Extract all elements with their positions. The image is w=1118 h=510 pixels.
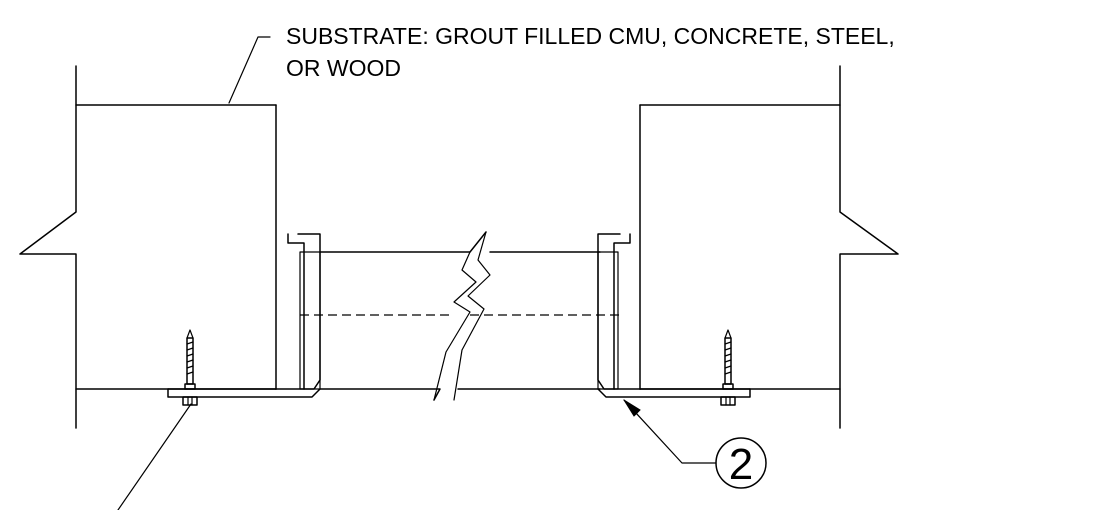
- substrate-note-line1: SUBSTRATE: GROUT FILLED CMU, CONCRETE, S…: [286, 23, 895, 49]
- right-bent-strap: [597, 233, 751, 398]
- left-bent-strap: [167, 233, 321, 398]
- anchor-leader: [117, 403, 192, 510]
- keynote-number: 2: [729, 440, 753, 489]
- keynote-leader: [623, 399, 717, 464]
- keynote-bubble: 2: [715, 437, 767, 489]
- pipe-with-break: [300, 231, 620, 401]
- substrate-leader: [228, 36, 271, 104]
- left-substrate-block: [19, 65, 277, 429]
- substrate-note-line2: OR WOOD: [286, 55, 401, 81]
- right-anchor-screw: [720, 329, 736, 406]
- right-substrate-block: [639, 65, 899, 429]
- left-anchor-screw: [182, 329, 198, 406]
